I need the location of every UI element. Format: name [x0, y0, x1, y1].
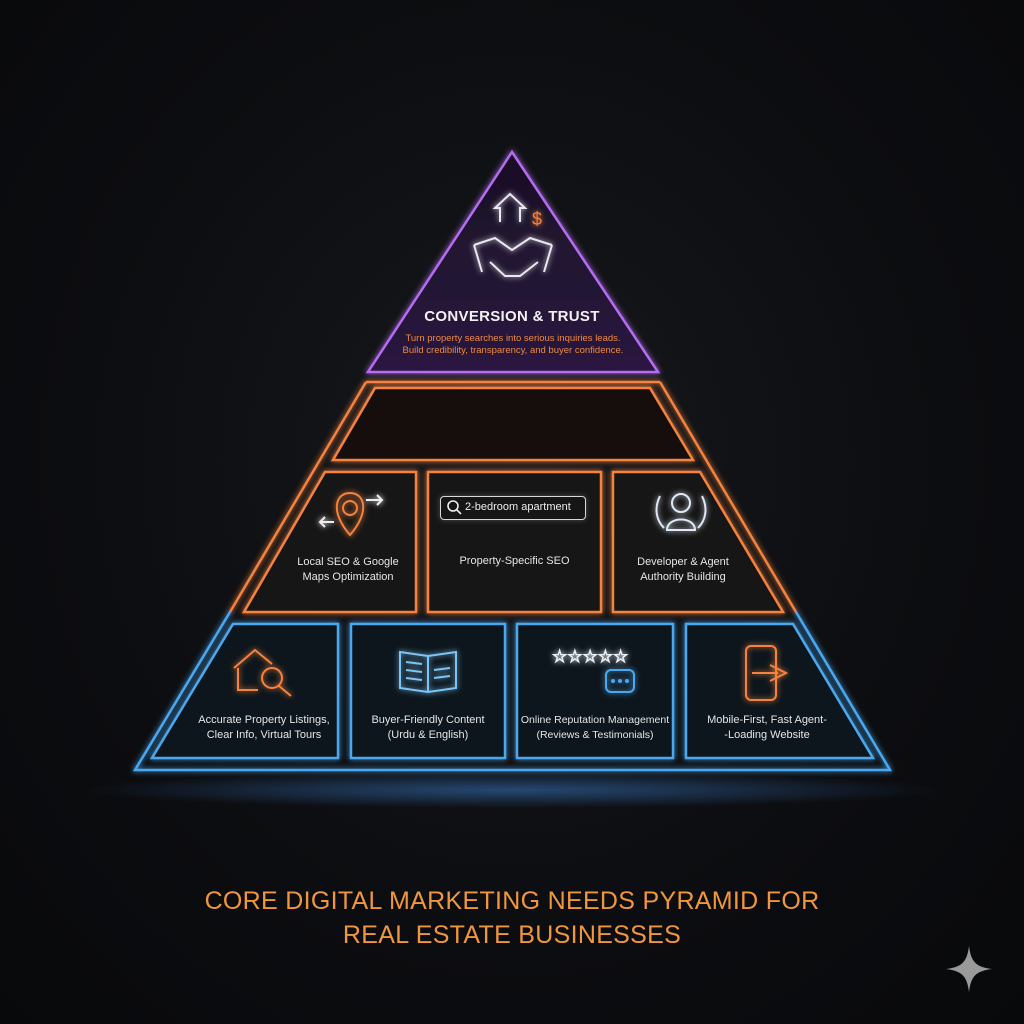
- bottom-label-listings: Accurate Property Listings, Clear Info, …: [190, 713, 338, 743]
- sparkle-icon: [946, 946, 992, 992]
- mobile-arrow-icon: [745, 645, 789, 701]
- label-line: (Reviews & Testimonials): [536, 729, 654, 741]
- label-line: Local SEO & Google: [297, 556, 399, 568]
- middle-box-1: [241, 470, 418, 614]
- label-line: (Urdu & English): [387, 729, 469, 741]
- middle-box-2: [426, 470, 603, 614]
- bottom-tier-outline: [132, 611, 893, 772]
- apex-subtitle-line1: Turn property searches into serious inqu…: [405, 333, 621, 344]
- bottom-box-3: [515, 622, 675, 760]
- stars-chat-icon: ☆☆☆☆☆: [552, 647, 635, 693]
- apex-subtitle-line2: Build credibility, transparency, and buy…: [402, 345, 624, 356]
- label-line: -Loading Website: [724, 729, 810, 741]
- search-icon: [447, 500, 462, 515]
- svg-text:$: $: [532, 209, 542, 229]
- middle-label-authority: Developer & Agent Authority Building: [613, 555, 753, 585]
- bottom-box-4: [684, 622, 876, 760]
- label-line: Accurate Property Listings,: [198, 714, 330, 726]
- label-line: Mobile-First, Fast Agent-: [707, 714, 827, 726]
- bottom-label-website: Mobile-First, Fast Agent- -Loading Websi…: [692, 713, 842, 743]
- open-book-icon: [399, 650, 457, 694]
- svg-text:☆☆☆☆☆: ☆☆☆☆☆: [552, 647, 628, 667]
- label-line: Developer & Agent: [637, 556, 729, 568]
- laurel-person-icon: [655, 493, 707, 531]
- label-line: Maps Optimization: [302, 571, 394, 583]
- house-search-icon: [233, 648, 292, 697]
- second-tier-band: [330, 386, 696, 462]
- apex-title: CONVERSION & TRUST: [424, 308, 600, 325]
- middle-label-local-seo: Local SEO & Google Maps Optimization: [280, 555, 416, 585]
- bottom-label-reputation: Online Reputation Management (Reviews & …: [510, 713, 680, 743]
- caption-line1: CORE DIGITAL MARKETING NEEDS PYRAMID FOR: [204, 887, 820, 915]
- map-pin-icon: [318, 491, 384, 537]
- label-line: Authority Building: [640, 571, 726, 583]
- label-line: Property-Specific SEO: [459, 555, 570, 567]
- middle-tier-outline: [228, 381, 368, 613]
- middle-label-property-seo: Property-Specific SEO: [428, 554, 601, 569]
- middle-box-3: [611, 470, 786, 614]
- search-text: 2-bedroom apartment: [465, 501, 571, 513]
- bottom-label-content: Buyer-Friendly Content (Urdu & English): [351, 713, 505, 743]
- apex-tier: [365, 149, 661, 374]
- label-line: Clear Info, Virtual Tours: [206, 729, 322, 741]
- label-line: Buyer-Friendly Content: [371, 714, 485, 726]
- label-line: Online Reputation Management: [520, 714, 670, 726]
- caption-line2: REAL ESTATE BUSINESSES: [342, 921, 682, 949]
- handshake-icon: $: [473, 192, 553, 277]
- floor-glow: [82, 772, 942, 808]
- caption: CORE DIGITAL MARKETING NEEDS PYRAMID FOR…: [0, 884, 1024, 952]
- apex-subtitle: Turn property searches into serious inqu…: [388, 333, 638, 357]
- search-box: 2-bedroom apartment: [440, 496, 586, 520]
